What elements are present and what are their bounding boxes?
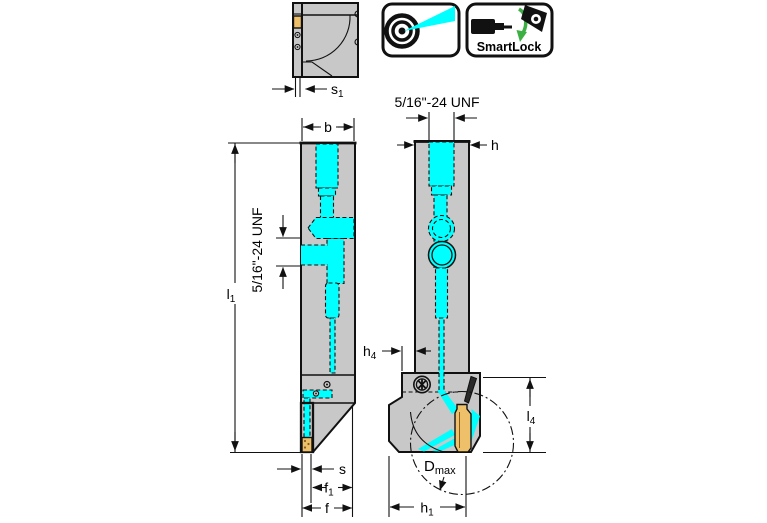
cross-drill-channel [307,216,355,240]
dim-label-h4: h4 [363,343,377,362]
coolant-channel [428,141,455,187]
dim-label-f: f [325,500,329,516]
dim-label-s1: s1 [331,81,344,100]
label-backing [414,499,440,516]
pin-hole-dot [315,392,317,395]
target-ring-mid [391,20,413,42]
blade-contour-arc [409,411,445,453]
front-view-insert [454,403,472,453]
unf-port-channel [301,245,328,265]
side-view-insert [301,436,313,453]
clamp-slot [463,375,478,404]
smartlock-label: SmartLock [477,40,542,54]
dim-label-dmax: Dmax [424,458,456,477]
dim-label-l4: l4 [527,408,536,427]
dim-label-f1: f1 [324,480,334,499]
smartlock-icon: SmartLock [465,2,554,58]
top-view-chamfer-line [302,61,333,77]
coolant-spray [418,429,455,452]
driver-shaft [495,23,504,30]
driver-tip [504,25,512,29]
label-backing [420,456,480,475]
pin-hole-dot [326,383,328,386]
dim-label-b: b [324,119,332,135]
coolant-channel-step [317,187,337,197]
coolant-channel [319,195,335,219]
insert-texture-dot [303,446,307,449]
label-backing [322,479,342,495]
side-view: b l1 5/16"-24 UNF s f1 f [222,118,357,517]
insert-texture-dot [303,439,307,443]
label-backing [321,500,334,516]
coolant-channel-step [430,185,453,196]
dmax-leader-arrow [439,476,447,491]
dmax-circle [409,390,515,496]
front-view: 5/16"-24 UNF h h4 l4 Dmax h1 [363,94,546,519]
target-ring-outer [384,13,420,49]
clamp-hole-dot [296,34,299,36]
top-view-arc [305,14,351,62]
coolant-spray [432,437,459,452]
top-view-insert [292,15,303,29]
label-backing [321,119,336,134]
dim-label-s: s [339,461,346,477]
coolant-spray [471,409,480,441]
precision-coolant-icon [381,2,461,58]
target-center-dot [398,27,406,35]
driver-body [471,19,495,34]
top-view: s1 [272,2,359,100]
rotate-arrow-head [516,30,527,42]
insert-texture-dot [307,442,310,446]
clamp-screw-ring [415,378,429,391]
edge-notch [354,38,359,46]
coolant-beam [404,6,455,31]
dim-label-unf-side: 5/16"-24 UNF [249,207,265,292]
coolant-channel [434,267,449,319]
dim-label-unf-front: 5/16"-24 UNF [394,94,479,110]
coolant-channel [326,237,345,285]
cross-port-inner [431,244,453,266]
dim-label-l1: l1 [227,286,236,305]
top-view-body [301,2,359,78]
top-view-blade-strip [292,2,303,78]
label-backing [222,283,246,304]
cross-port-hidden-inner [431,218,452,239]
clamp-hole-dot [296,46,299,48]
edge-notch [354,10,359,18]
coolant-channel-thin [438,317,445,393]
dim-label-h1: h1 [420,500,434,519]
label-backing [522,406,542,427]
insert-hole [533,16,539,22]
coolant-channel [315,143,339,189]
coolant-channel [324,282,340,319]
coolant-channel-thin [329,317,336,374]
dim-label-h: h [491,137,499,153]
